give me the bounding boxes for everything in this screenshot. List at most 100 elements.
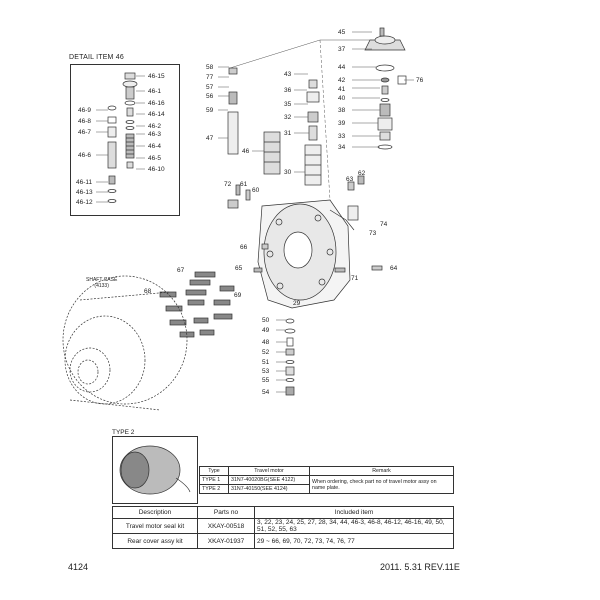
callout-46-11: 46-11 [76, 179, 93, 186]
callout-74: 74 [380, 221, 388, 228]
callout-46: 46 [242, 148, 250, 155]
callout-39: 39 [338, 120, 346, 127]
callout-46-2: 46-2 [148, 123, 162, 130]
side-parts [235, 175, 383, 273]
kit-table: Description Parts no Included item Trave… [112, 506, 454, 549]
callout-53: 53 [262, 368, 270, 375]
callout-68: 68 [144, 288, 152, 295]
callout-46-8: 46-8 [78, 118, 92, 125]
callout-46-15: 46-15 [148, 73, 165, 80]
callout-42: 42 [338, 77, 346, 84]
motor-header: Travel motor [228, 466, 310, 476]
callout-67: 67 [177, 267, 185, 274]
table-row: Rear cover assy kit XKAY-01937 29 ~ 66, … [112, 533, 454, 549]
callout-46-10: 46-10 [148, 166, 165, 173]
callout-69: 69 [234, 292, 242, 299]
detail-title: DETAIL ITEM 46 [69, 54, 124, 61]
leader-lines [96, 31, 414, 393]
remark-header: Remark [309, 466, 454, 476]
callout-56: 56 [206, 93, 214, 100]
rear-cover-body [227, 199, 355, 309]
shaft-case-outline [62, 275, 188, 411]
description-cell: Rear cover assy kit [112, 533, 198, 549]
callout-73: 73 [369, 230, 377, 237]
type2-frame [112, 436, 198, 504]
callout-46-3: 46-3 [148, 131, 162, 138]
remark-cell: When ordering, check part no of travel m… [309, 475, 454, 494]
callout-32: 32 [284, 114, 292, 121]
callout-29: 29 [293, 300, 301, 307]
callout-45: 45 [338, 29, 346, 36]
callout-52: 52 [262, 349, 270, 356]
callout-59: 59 [206, 107, 214, 114]
callout-57: 57 [206, 84, 214, 91]
shaft-case-line2: (4133) [94, 283, 109, 289]
table-row: TYPE 1 31N7-40020BG(SEE 4122) When order… [199, 475, 454, 494]
callout-50: 50 [262, 317, 270, 324]
callout-54: 54 [262, 389, 270, 396]
callout-46-16: 46-16 [148, 100, 165, 107]
included-item-cell: 29 ~ 66, 69, 70, 72, 73, 74, 76, 77 [254, 533, 454, 549]
callout-72: 72 [224, 181, 232, 188]
parts-no-cell: XKAY-00518 [197, 518, 255, 534]
callout-62: 62 [358, 170, 366, 177]
revision-date: 2011. 5.31 [380, 562, 422, 572]
motor-cell: 31N7-40020BG(SEE 4122) [228, 475, 310, 485]
callout-61: 61 [240, 181, 248, 188]
bottom-seal-stack [284, 318, 296, 396]
callout-40: 40 [338, 95, 346, 102]
callout-33: 33 [338, 133, 346, 140]
callout-46-9: 46-9 [78, 107, 92, 114]
callout-46-4: 46-4 [148, 143, 162, 150]
callout-46-14: 46-14 [148, 111, 165, 118]
callout-34: 34 [338, 144, 346, 151]
type-table-header: Type Travel motor Remark [199, 466, 454, 476]
callout-55: 55 [262, 377, 270, 384]
callout-76: 76 [416, 77, 424, 84]
included-item-header: Included item [254, 506, 454, 519]
callout-31: 31 [284, 130, 292, 137]
type2-title: TYPE 2 [112, 429, 135, 436]
callout-63: 63 [346, 176, 354, 183]
callout-46-5: 46-5 [148, 155, 162, 162]
kit-table-header: Description Parts no Included item [112, 506, 454, 519]
motor-cell: 31N7-40150(SEE 4124) [228, 484, 310, 494]
callout-77: 77 [206, 74, 214, 81]
callout-65: 65 [235, 265, 243, 272]
type2-motor-image [119, 445, 191, 495]
parts-no-header: Parts no [197, 506, 255, 519]
detail-frame [70, 64, 180, 216]
included-item-cell: 3, 22, 23, 24, 25, 27, 28, 34, 44, 46-3,… [254, 518, 454, 534]
valve-stack [227, 67, 322, 186]
description-header: Description [112, 506, 198, 519]
callout-46-7: 46-7 [78, 129, 92, 136]
callout-46-1: 46-1 [148, 88, 162, 95]
callout-66: 66 [240, 244, 248, 251]
callout-37: 37 [338, 46, 346, 53]
callout-43: 43 [284, 71, 292, 78]
shaft-case-label: SHAFT CASE (4133) [86, 277, 117, 289]
callout-60: 60 [252, 187, 260, 194]
type-cell: TYPE 2 [199, 484, 229, 494]
callout-64: 64 [390, 265, 398, 272]
callout-41: 41 [338, 86, 346, 93]
callout-35: 35 [284, 101, 292, 108]
revision-info: 2011. 5.31 REV.11E [380, 562, 460, 572]
callout-36: 36 [284, 87, 292, 94]
callout-48: 48 [262, 339, 270, 346]
page-number: 4124 [68, 562, 89, 572]
table-row: TYPE 2 31N7-40150(SEE 4124) [199, 484, 454, 494]
parts-no-cell: XKAY-01937 [197, 533, 255, 549]
callout-46-6: 46-6 [78, 152, 92, 159]
shaft-case-line1: SHAFT CASE [86, 277, 118, 283]
callout-44: 44 [338, 64, 346, 71]
description-cell: Travel motor seal kit [112, 518, 198, 534]
callout-30: 30 [284, 169, 292, 176]
top-right-components [364, 27, 407, 150]
revision-code: REV.11E [424, 562, 460, 572]
callout-38: 38 [338, 107, 346, 114]
callout-51: 51 [262, 359, 270, 366]
detail-46-parts [107, 72, 138, 203]
callout-58: 58 [206, 64, 214, 71]
